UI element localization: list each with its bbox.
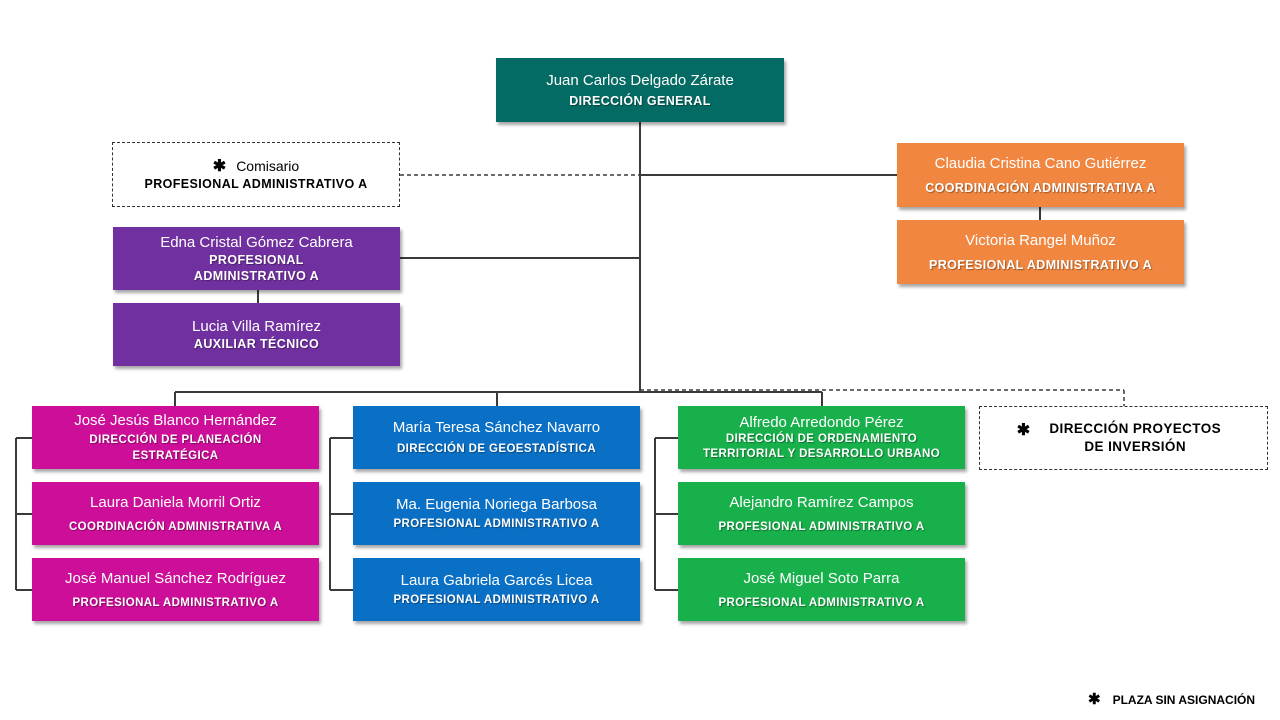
ordenamiento-staff-box-2[interactable]: José Miguel Soto Parra PROFESIONAL ADMIN… [678,558,965,621]
ordenamiento-staff-2-role: PROFESIONAL ADMINISTRATIVO A [718,596,925,609]
planeacion-staff-2-name: José Manuel Sánchez Rodríguez [65,569,286,587]
coord-admin-role: COORDINACIÓN ADMINISTRATIVA A [925,181,1156,195]
purple-box-2[interactable]: Lucia Villa Ramírez AUXILIAR TÉCNICO [113,303,400,366]
vacancy-marker: ✱ [212,158,227,175]
purple-1-name: Edna Cristal Gómez Cabrera [160,234,353,251]
comisario-line: ✱ Comisario [213,157,299,176]
planeacion-staff-box-2[interactable]: José Manuel Sánchez Rodríguez PROFESIONA… [32,558,319,621]
vacancy-marker: ✱ [1016,422,1031,439]
comisario-role: PROFESIONAL ADMINISTRATIVO A [144,177,368,191]
purple-1-role: PROFESIONAL ADMINISTRATIVO A [193,253,320,283]
planeacion-staff-box-1[interactable]: Laura Daniela Morril Ortiz COORDINACIÓN … [32,482,319,545]
ordenamiento-head-role: DIRECCIÓN DE ORDENAMIENTO TERRITORIAL Y … [702,433,941,460]
ordenamiento-staff-box-1[interactable]: Alejandro Ramírez Campos PROFESIONAL ADM… [678,482,965,545]
planeacion-staff-2-role: PROFESIONAL ADMINISTRATIVO A [72,596,279,609]
geoestadistica-staff-2-name: Laura Gabriela Garcés Licea [400,572,593,589]
proyectos-box[interactable]: ✱ DIRECCIÓN PROYECTOS DE INVERSIÓN [979,406,1268,470]
geoestadistica-staff-box-1[interactable]: Ma. Eugenia Noriega Barbosa PROFESIONAL … [353,482,640,545]
proyectos-role: DIRECCIÓN PROYECTOS DE INVERSIÓN [1049,421,1222,454]
comisario-box[interactable]: ✱ Comisario PROFESIONAL ADMINISTRATIVO A [112,142,400,207]
director-role: DIRECCIÓN GENERAL [569,94,711,108]
ordenamiento-staff-1-name: Alejandro Ramírez Campos [729,493,914,511]
planeacion-head-role: DIRECCIÓN DE PLANEACIÓN ESTRATÉGICA [89,434,262,462]
purple-2-role: AUXILIAR TÉCNICO [193,337,320,351]
geoestadistica-staff-box-2[interactable]: Laura Gabriela Garcés Licea PROFESIONAL … [353,558,640,621]
coord-admin-name: Claudia Cristina Cano Gutiérrez [934,155,1147,172]
coord-staff-role: PROFESIONAL ADMINISTRATIVO A [928,258,1152,272]
geoestadistica-head-role: DIRECCIÓN DE GEOESTADÍSTICA [396,443,597,455]
geoestadistica-staff-1-role: PROFESIONAL ADMINISTRATIVO A [393,518,600,530]
director-name: Juan Carlos Delgado Zárate [546,72,734,89]
ordenamiento-staff-2-name: José Miguel Soto Parra [743,569,900,587]
planeacion-head-name: José Jesús Blanco Hernández [74,412,277,429]
coord-staff-name: Victoria Rangel Muñoz [965,232,1116,249]
coord-admin-box[interactable]: Claudia Cristina Cano Gutiérrez COORDINA… [897,143,1184,207]
ordenamiento-staff-1-role: PROFESIONAL ADMINISTRATIVO A [718,520,925,533]
planeacion-staff-1-name: Laura Daniela Morril Ortiz [90,493,261,511]
legend-label: PLAZA SIN ASIGNACIÓN [1112,693,1256,707]
legend: ✱ PLAZA SIN ASIGNACIÓN [1088,690,1255,708]
purple-2-name: Lucia Villa Ramírez [192,318,321,335]
geoestadistica-staff-2-role: PROFESIONAL ADMINISTRATIVO A [393,594,600,606]
coord-staff-box[interactable]: Victoria Rangel Muñoz PROFESIONAL ADMINI… [897,220,1184,284]
ordenamiento-head-box[interactable]: Alfredo Arredondo Pérez DIRECCIÓN DE ORD… [678,406,965,469]
vacancy-marker: ✱ [1088,691,1101,708]
comisario-name: Comisario [236,158,300,174]
geoestadistica-head-box[interactable]: María Teresa Sánchez Navarro DIRECCIÓN D… [353,406,640,469]
director-box[interactable]: Juan Carlos Delgado Zárate DIRECCIÓN GEN… [496,58,784,122]
geoestadistica-head-name: María Teresa Sánchez Navarro [392,419,601,436]
planeacion-staff-1-role: COORDINACIÓN ADMINISTRATIVA A [68,520,283,533]
planeacion-head-box[interactable]: José Jesús Blanco Hernández DIRECCIÓN DE… [32,406,319,469]
purple-box-1[interactable]: Edna Cristal Gómez Cabrera PROFESIONAL A… [113,227,400,290]
ordenamiento-head-name: Alfredo Arredondo Pérez [739,414,904,431]
geoestadistica-staff-1-name: Ma. Eugenia Noriega Barbosa [396,496,597,513]
